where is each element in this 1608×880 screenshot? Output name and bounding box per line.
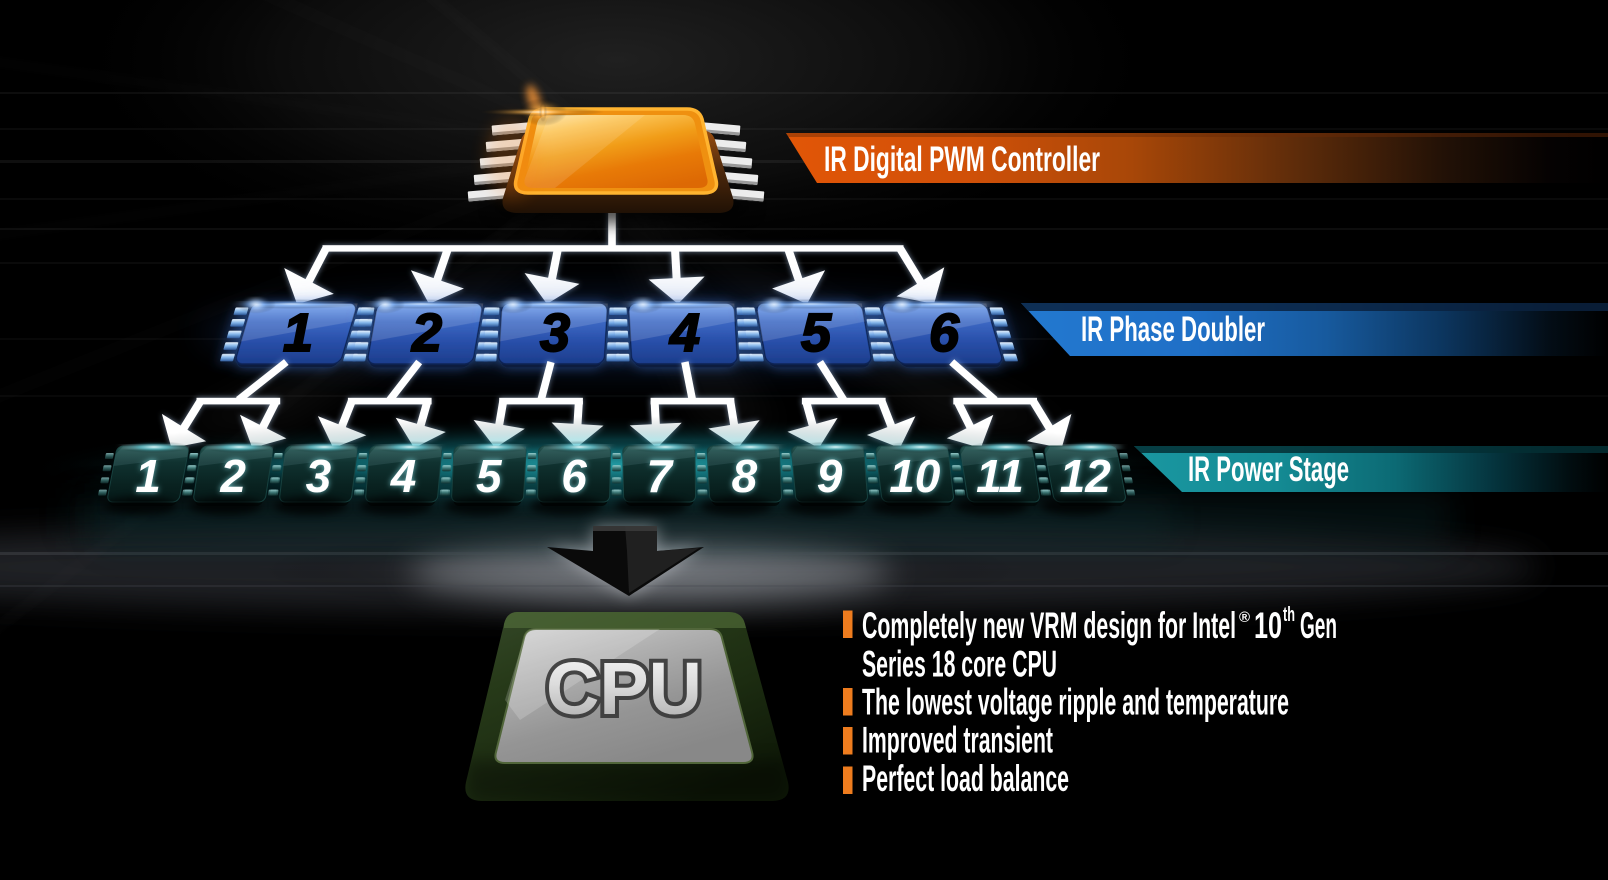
svg-text:CPU: CPU xyxy=(546,647,702,730)
svg-text:th: th xyxy=(1283,604,1295,626)
svg-text:7: 7 xyxy=(646,450,674,502)
svg-text:1: 1 xyxy=(135,450,161,502)
svg-text:2: 2 xyxy=(219,450,246,502)
svg-text:Series 18 core CPU: Series 18 core CPU xyxy=(862,644,1057,685)
svg-text:5: 5 xyxy=(801,303,832,363)
svg-text:10: 10 xyxy=(1254,605,1282,646)
svg-text:The lowest voltage ripple and: The lowest voltage ripple and temperatur… xyxy=(862,682,1289,723)
svg-text:IR Power Stage: IR Power Stage xyxy=(1188,450,1349,489)
svg-text:CPU: CPU xyxy=(546,647,702,730)
svg-text:IR Phase Doubler: IR Phase Doubler xyxy=(1081,310,1265,349)
svg-text:6: 6 xyxy=(929,303,960,363)
svg-text:3: 3 xyxy=(540,303,570,363)
svg-text:Improved transient: Improved transient xyxy=(862,720,1053,761)
svg-text:6: 6 xyxy=(561,450,587,502)
svg-text:Gen: Gen xyxy=(1300,605,1337,646)
svg-text:11: 11 xyxy=(976,450,1024,502)
svg-text:Perfect load balance: Perfect load balance xyxy=(862,758,1069,799)
svg-text:10: 10 xyxy=(889,450,941,502)
svg-text:IR Digital PWM Controller: IR Digital PWM Controller xyxy=(824,140,1100,179)
svg-text:Completely new VRM design for: Completely new VRM design for Intel xyxy=(862,605,1236,646)
svg-text:5: 5 xyxy=(476,450,503,502)
svg-text:12: 12 xyxy=(1060,450,1112,502)
svg-text:2: 2 xyxy=(411,303,442,363)
svg-text:3: 3 xyxy=(306,450,332,502)
svg-text:1: 1 xyxy=(283,303,313,363)
svg-text:4: 4 xyxy=(669,303,700,363)
svg-text:®: ® xyxy=(1239,609,1250,626)
svg-text:9: 9 xyxy=(817,450,843,502)
svg-text:8: 8 xyxy=(732,450,758,502)
svg-text:4: 4 xyxy=(390,450,417,502)
